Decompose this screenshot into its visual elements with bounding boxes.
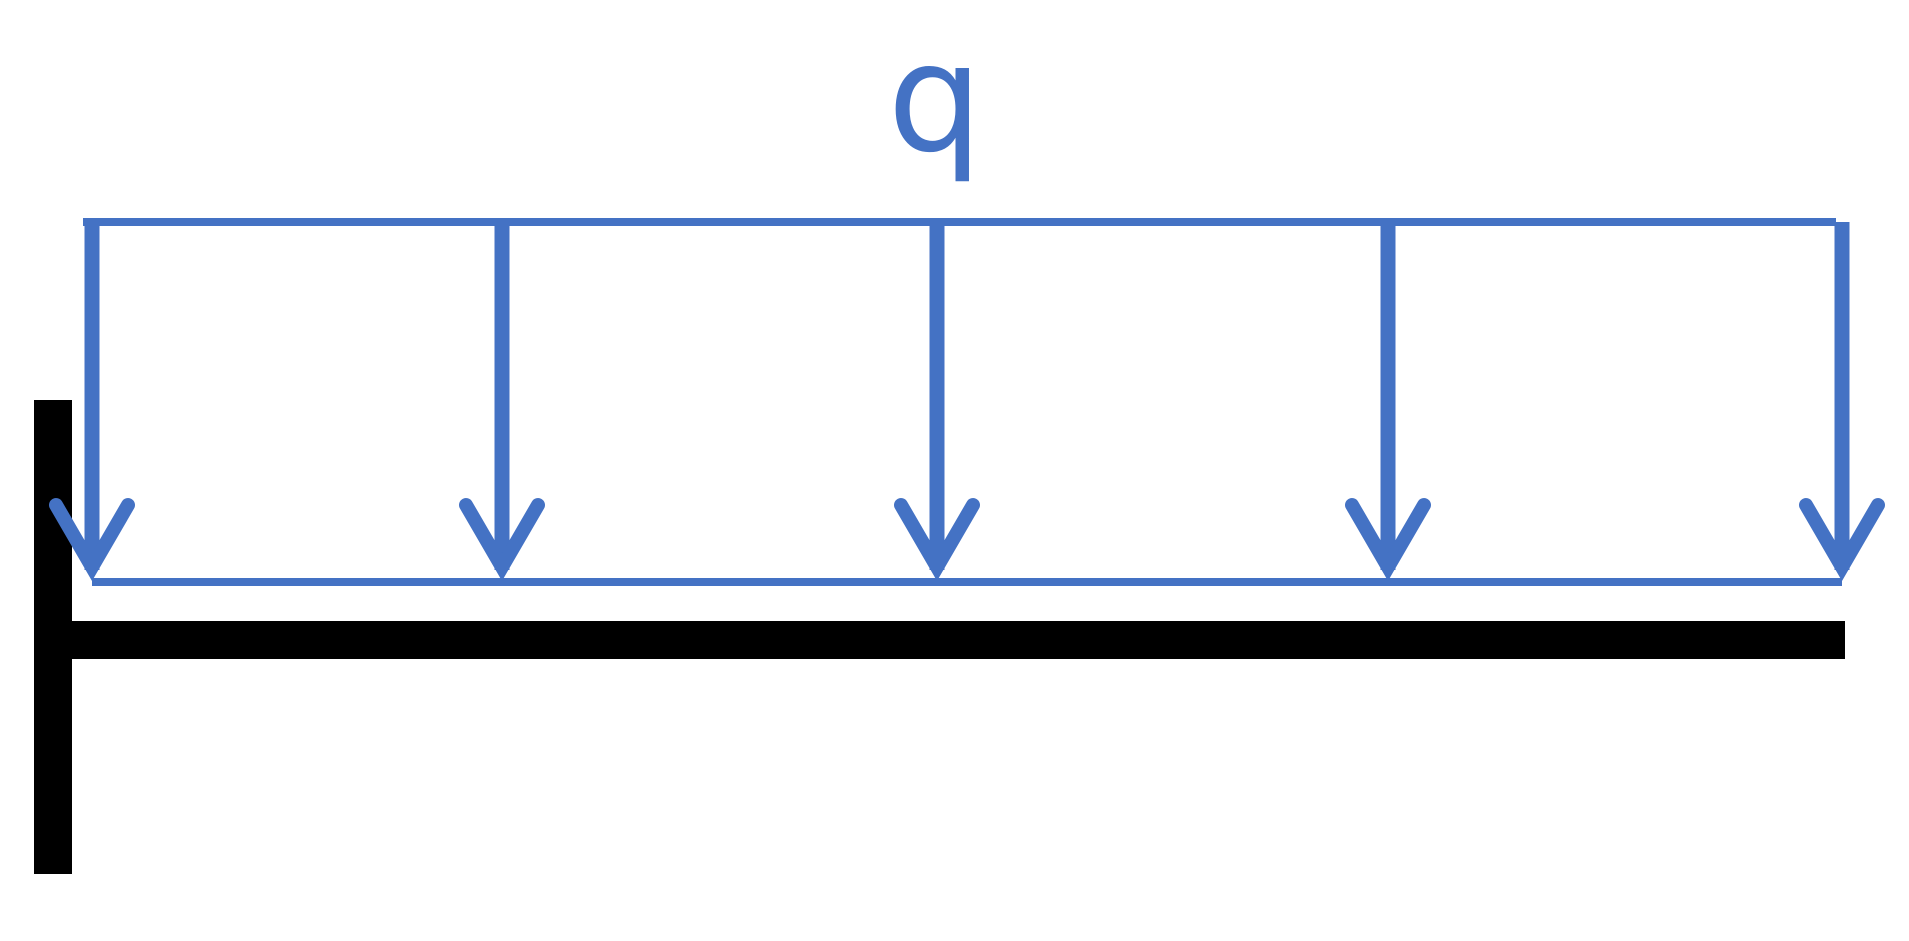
load-arrow [894,222,980,581]
beam [72,621,1845,659]
load-arrow [1799,222,1885,581]
load-arrow [1345,222,1431,581]
load-arrow [49,222,135,581]
load-label: q [887,12,982,186]
distributed-load [49,218,1885,586]
load-arrow [459,222,545,581]
fixed-support-wall [34,400,72,874]
